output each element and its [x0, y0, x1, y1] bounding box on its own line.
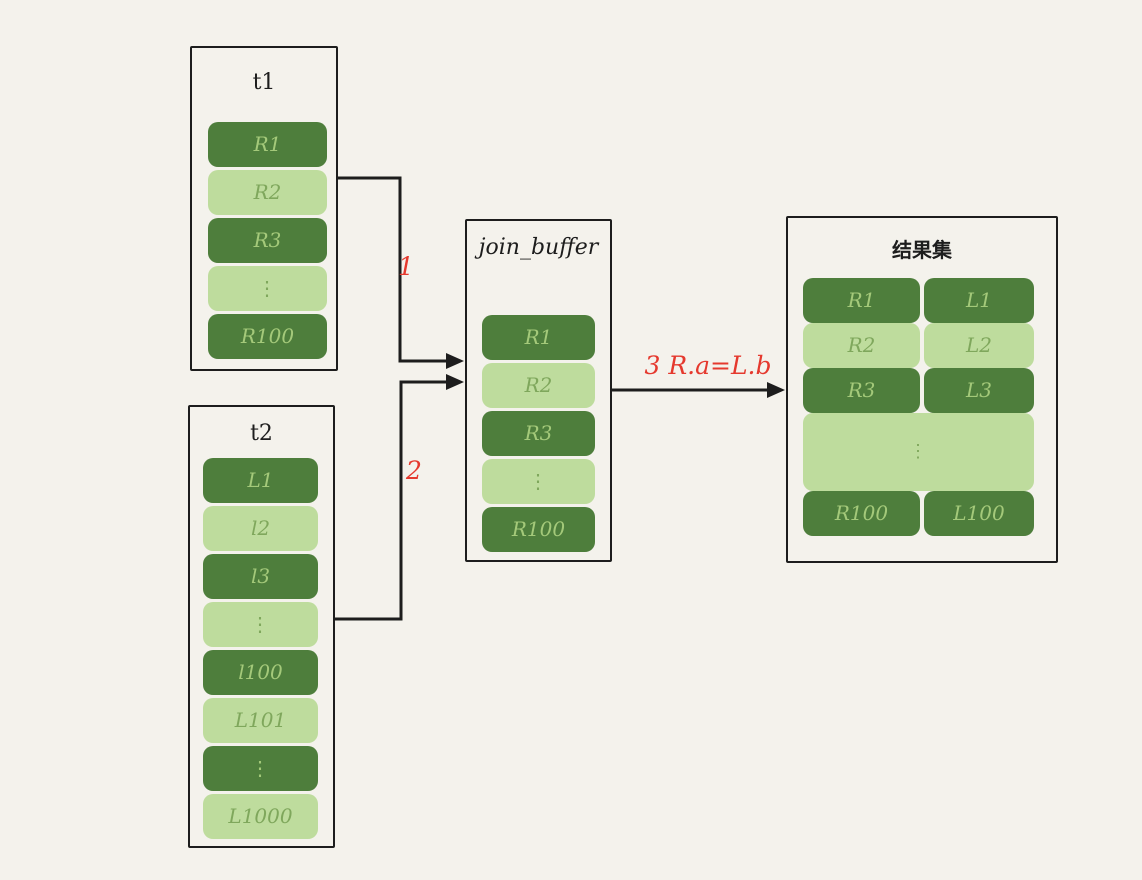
table-t1-rows: R1 R2 R3 ⋮ R100	[208, 122, 327, 362]
step-3-condition-label: 3 R.a=L.b	[644, 351, 772, 380]
join-buffer-rows: R1 R2 R3 ⋮ R100	[482, 315, 595, 555]
join-buffer-title: join_buffer	[478, 235, 599, 260]
t1-row-R2: R2	[208, 170, 327, 215]
t2-row-ellipsis-1: ⋮	[203, 602, 318, 647]
t1-row-R100: R100	[208, 314, 327, 359]
result-row2-left-cell: R2	[803, 323, 920, 368]
result-row1-left-cell: R1	[803, 278, 920, 323]
jb-row-R3: R3	[482, 411, 595, 456]
table-t1-box: t1 R1 R2 R3 ⋮ R100	[190, 46, 338, 371]
result-row-5: R100 L100	[803, 491, 1034, 536]
t1-row-R3: R3	[208, 218, 327, 263]
t2-row-L101: L101	[203, 698, 318, 743]
step-1-label: 1	[398, 252, 414, 281]
t2-row-l3: l3	[203, 554, 318, 599]
table-t2-box: t2 L1 l2 l3 ⋮ l100 L101 ⋮ L1000	[188, 405, 335, 848]
result-set-box: 结果集 R1 L1 R2 L2 R3 L3 ⋮ R100 L100	[786, 216, 1058, 563]
jb-row-R2: R2	[482, 363, 595, 408]
result-row2-right-cell: L2	[924, 323, 1034, 368]
join-buffer-box: join_buffer R1 R2 R3 ⋮ R100	[465, 219, 612, 562]
t2-row-l2: l2	[203, 506, 318, 551]
result-set-title: 结果集	[892, 238, 952, 262]
t1-row-ellipsis: ⋮	[208, 266, 327, 311]
jb-row-ellipsis: ⋮	[482, 459, 595, 504]
table-t1-title: t1	[252, 70, 276, 95]
arrow-3-head-icon	[767, 382, 785, 398]
result-row-1: R1 L1	[803, 278, 1034, 323]
result-row3-right-cell: L3	[924, 368, 1034, 413]
arrow-2-head-icon	[446, 374, 464, 390]
t1-row-R1: R1	[208, 122, 327, 167]
jb-row-R1: R1	[482, 315, 595, 360]
result-row-ellipsis: ⋮	[803, 413, 1034, 491]
result-row5-right-cell: L100	[924, 491, 1034, 536]
table-t2-rows: L1 l2 l3 ⋮ l100 L101 ⋮ L1000	[203, 458, 318, 842]
result-row-2: R2 L2	[803, 323, 1034, 368]
t2-row-L1000: L1000	[203, 794, 318, 839]
arrow-1-head-icon	[446, 353, 464, 369]
result-row-3: R3 L3	[803, 368, 1034, 413]
result-set-rows: R1 L1 R2 L2 R3 L3 ⋮ R100 L100	[803, 278, 1034, 536]
step-2-label: 2	[406, 456, 422, 485]
jb-row-R100: R100	[482, 507, 595, 552]
result-row1-right-cell: L1	[924, 278, 1034, 323]
result-row5-left-cell: R100	[803, 491, 920, 536]
result-row3-left-cell: R3	[803, 368, 920, 413]
t2-row-ellipsis-2: ⋮	[203, 746, 318, 791]
arrow-2-line	[335, 380, 448, 621]
t2-row-L1: L1	[203, 458, 318, 503]
table-t2-title: t2	[250, 421, 273, 446]
t2-row-l100: l100	[203, 650, 318, 695]
arrow-1-line	[338, 176, 448, 363]
